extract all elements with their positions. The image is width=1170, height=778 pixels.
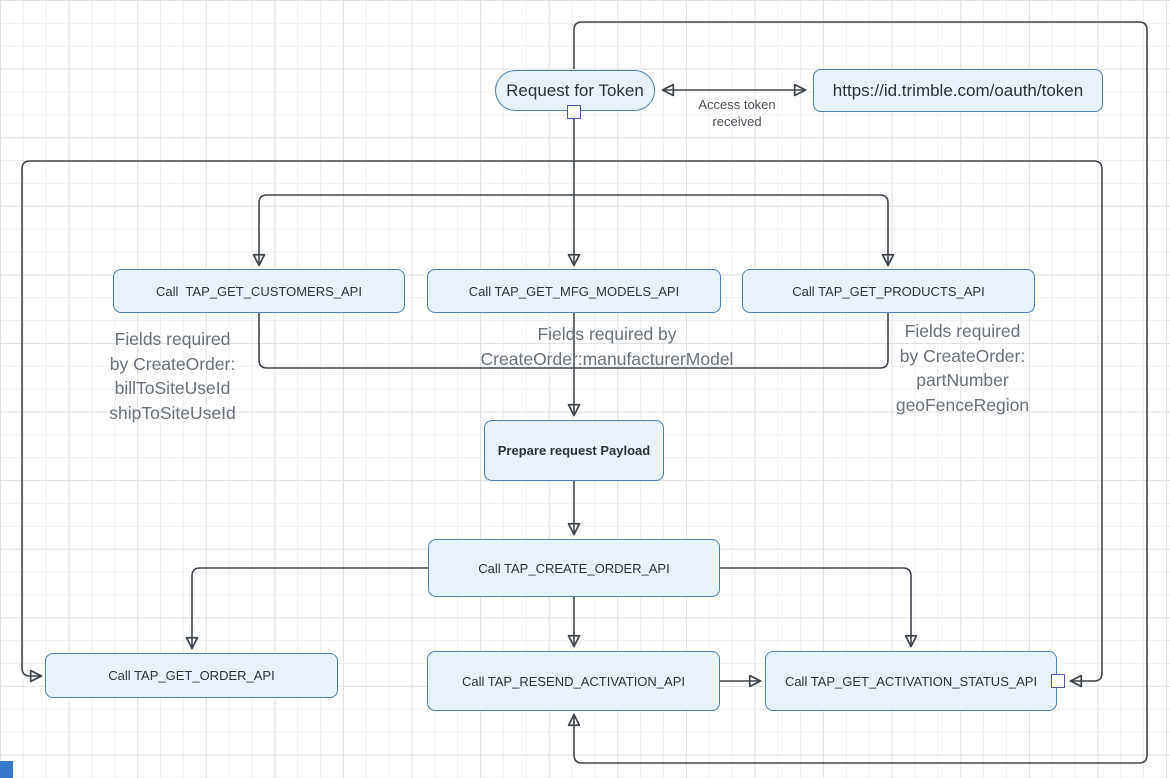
node-label: Call TAP_GET_ORDER_API xyxy=(108,668,275,683)
node-label: Call TAP_GET_CUSTOMERS_API xyxy=(156,283,362,299)
edge-branch-left-to-get-order xyxy=(21,160,574,683)
annotation-customers-fields: Fields required by CreateOrder: billToSi… xyxy=(55,327,290,425)
connection-handle-activation-status[interactable] xyxy=(1051,674,1065,688)
edge-customers-merge xyxy=(258,312,574,369)
node-label: Prepare request Payload xyxy=(497,443,651,458)
node-token-url[interactable]: https://id.trimble.com/oauth/token xyxy=(813,69,1103,112)
annotation-line: by CreateOrder: xyxy=(109,353,236,374)
node-call-tap-get-products-api[interactable]: Call TAP_GET_PRODUCTS_API xyxy=(742,269,1035,313)
edge-create-to-get-order xyxy=(185,567,428,650)
annotation-line: Fields required by xyxy=(537,324,677,344)
node-prepare-request-payload[interactable]: Prepare request Payload xyxy=(484,420,664,481)
node-label: Call TAP_RESEND_ACTIVATION_API xyxy=(462,673,685,689)
annotation-line: CreateOrder:manufacturerModel xyxy=(480,348,734,369)
annotation-line: by CreateOrder: xyxy=(899,345,1026,366)
node-request-for-token[interactable]: Request for Token xyxy=(495,70,655,111)
annotation-line: Fields required xyxy=(904,321,1021,341)
annotation-line: geoFenceRegion xyxy=(895,394,1030,415)
node-call-tap-create-order-api[interactable]: Call TAP_CREATE_ORDER_API xyxy=(428,539,720,597)
edge-products-merge xyxy=(574,312,889,369)
edge-label-access-token-received: Access token received xyxy=(698,97,776,129)
edge-token-loop-to-resend xyxy=(567,21,1148,764)
edge-branch-right-to-status-handle xyxy=(574,160,1103,688)
partial-blue-element-bottom-left xyxy=(0,761,13,778)
annotation-line: shipToSiteUseId xyxy=(109,402,236,423)
connection-handle-request-token[interactable] xyxy=(567,105,581,119)
node-label: Call TAP_GET_PRODUCTS_API xyxy=(792,283,985,299)
edge-create-to-status xyxy=(720,567,918,648)
annotation-line: partNumber xyxy=(916,370,1009,390)
annotation-line: billToSiteUseId xyxy=(114,378,231,398)
edge-branch-to-customers xyxy=(252,194,574,267)
annotation-line: Fields required xyxy=(114,329,231,349)
node-call-tap-get-order-api[interactable]: Call TAP_GET_ORDER_API xyxy=(45,653,338,698)
annotation-products-fields: Fields required by CreateOrder: partNumb… xyxy=(845,319,1080,417)
node-call-tap-get-customers-api[interactable]: Call TAP_GET_CUSTOMERS_API xyxy=(113,269,405,313)
edge-branch-to-products xyxy=(574,194,895,267)
node-label: Call TAP_GET_ACTIVATION_STATUS_API xyxy=(784,673,1038,689)
node-label: Request for Token xyxy=(506,80,644,100)
node-label: Call TAP_GET_MFG_MODELS_API xyxy=(468,283,680,299)
node-call-tap-get-mfg-models-api[interactable]: Call TAP_GET_MFG_MODELS_API xyxy=(427,269,721,313)
annotation-mfg-fields: Fields required by CreateOrder:manufactu… xyxy=(457,322,757,371)
node-call-tap-resend-activation-api[interactable]: Call TAP_RESEND_ACTIVATION_API xyxy=(427,651,720,711)
node-call-tap-get-activation-status-api[interactable]: Call TAP_GET_ACTIVATION_STATUS_API xyxy=(765,651,1057,711)
node-label: Call TAP_CREATE_ORDER_API xyxy=(478,560,670,576)
node-label: https://id.trimble.com/oauth/token xyxy=(832,80,1084,100)
